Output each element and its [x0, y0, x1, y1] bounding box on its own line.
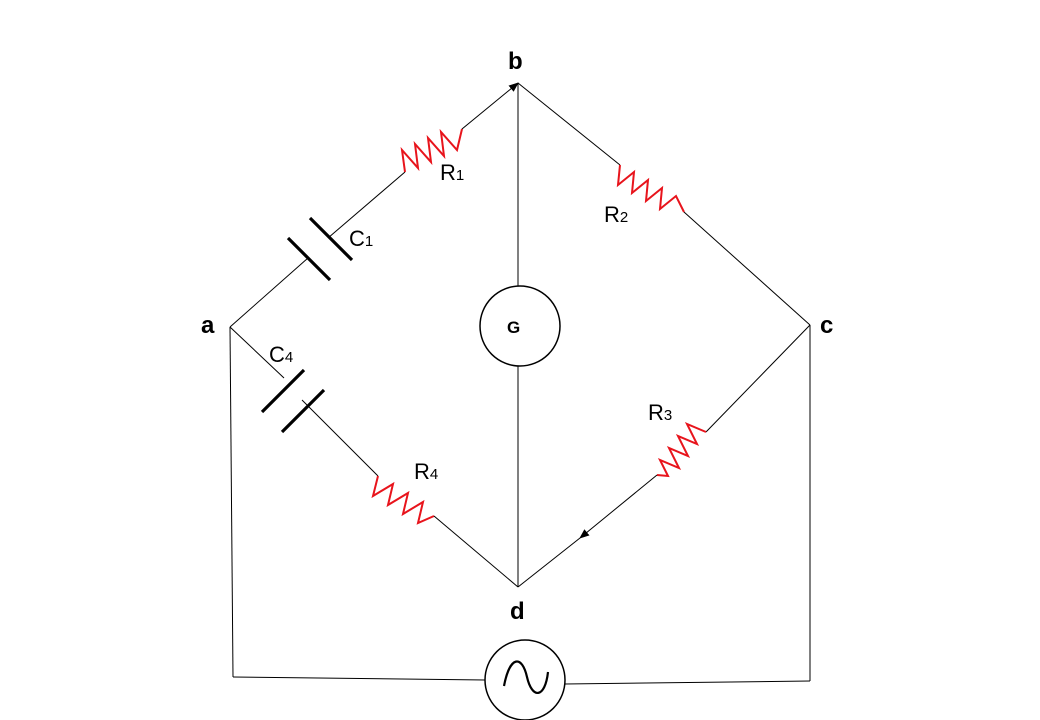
branch-b-c	[517, 82, 811, 326]
resistor-r1	[400, 128, 463, 173]
galvanometer-label: G	[507, 318, 520, 337]
node-a-label: a	[201, 312, 215, 339]
branch-c-d	[517, 324, 811, 588]
capacitor-c1	[286, 216, 354, 282]
wire-arrow-d	[517, 537, 581, 588]
source-loop	[229, 325, 811, 720]
branch-a-b	[229, 82, 519, 328]
ac-source	[484, 639, 566, 720]
wire-c1-r1	[327, 171, 406, 239]
label-r3: R3	[648, 400, 672, 425]
label-c4: C4	[269, 342, 293, 367]
wire-r1-b	[461, 82, 519, 130]
node-d-label: d	[510, 598, 525, 625]
label-r4: R4	[414, 459, 438, 484]
wire-a-c1	[229, 257, 309, 328]
capacitor-c4	[260, 368, 326, 434]
resistor-r3	[656, 422, 707, 478]
galvanometer	[479, 285, 561, 367]
wire-r2-c	[683, 211, 811, 326]
galvanometer-branch: G	[479, 83, 561, 587]
wire-r3-arrow	[579, 474, 658, 539]
wire-c4-r4	[301, 399, 379, 477]
node-b-label: b	[508, 48, 523, 75]
label-c1: C1	[349, 226, 373, 251]
wire-bottom-left	[232, 676, 486, 681]
wire-a-c4	[229, 326, 285, 379]
node-c-label: c	[820, 312, 833, 339]
wire-c-r3	[705, 324, 811, 433]
resistor-r2	[616, 164, 685, 213]
label-r2: R2	[604, 202, 628, 227]
wire-a-down	[229, 326, 234, 678]
label-r1: R1	[440, 160, 464, 185]
ac-source-icon	[502, 660, 550, 694]
branch-a-d	[229, 326, 519, 588]
wire-b-r2	[517, 82, 621, 166]
wire-bottom-right	[564, 680, 811, 685]
resistor-r4	[371, 475, 435, 525]
wire-r4-d	[433, 515, 519, 588]
